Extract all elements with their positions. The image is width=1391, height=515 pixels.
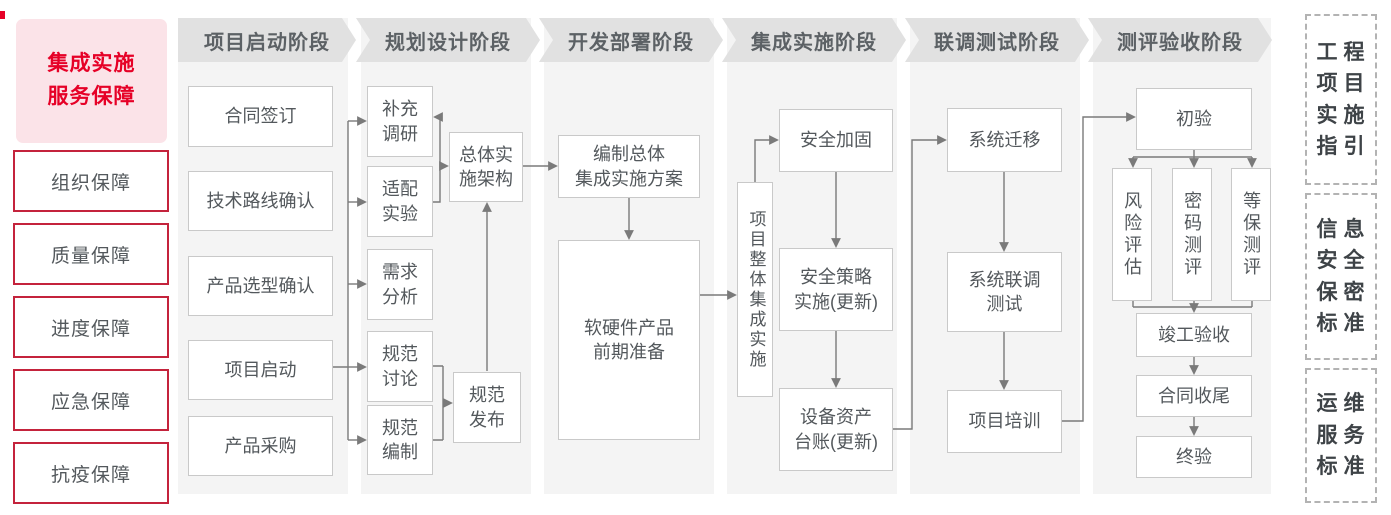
box-spec-release: 规范 发布 bbox=[453, 372, 521, 443]
guarantee-item-emergency: 应急保障 bbox=[13, 369, 169, 431]
service-guarantee-title: 集成实施 服务保障 bbox=[16, 19, 167, 143]
box-mlps-evaluation: 等保测评 bbox=[1231, 168, 1271, 301]
box-risk-assessment: 风险评估 bbox=[1112, 168, 1152, 301]
guarantee-item-epidemic: 抗疫保障 bbox=[13, 442, 169, 504]
box-product-procurement: 产品采购 bbox=[188, 416, 333, 476]
box-system-joint-testing: 系统联调 测试 bbox=[947, 252, 1062, 332]
box-overall-plan-drafting: 编制总体 集成实施方案 bbox=[558, 135, 700, 198]
phase-banner-6: 测评验收阶段 bbox=[1088, 18, 1272, 62]
box-project-training: 项目培训 bbox=[947, 390, 1062, 453]
box-supplementary-research: 补充 调研 bbox=[367, 86, 433, 157]
box-crypto-evaluation: 密码测评 bbox=[1172, 168, 1212, 301]
box-spec-discussion: 规范 讨论 bbox=[367, 331, 433, 402]
phase-banner-5: 联调测试阶段 bbox=[905, 18, 1089, 62]
box-tech-route-confirm: 技术路线确认 bbox=[188, 171, 333, 231]
box-system-migration: 系统迁移 bbox=[947, 108, 1062, 172]
phase-banner-3: 开发部署阶段 bbox=[539, 18, 723, 62]
box-hw-sw-preparation: 软硬件产品 前期准备 bbox=[558, 240, 700, 440]
guarantee-item-organization: 组织保障 bbox=[13, 150, 169, 212]
phase-banner-1: 项目启动阶段 bbox=[178, 18, 356, 62]
box-final-acceptance: 终验 bbox=[1136, 436, 1252, 478]
box-contract-signing: 合同签订 bbox=[188, 86, 333, 147]
clipped-red-artifact bbox=[0, 11, 5, 19]
box-overall-integration-implementation: 项目整体集成实施 bbox=[737, 182, 773, 397]
phase-banner-4: 集成实施阶段 bbox=[722, 18, 906, 62]
guarantee-item-quality: 质量保障 bbox=[13, 223, 169, 285]
box-adaptation-experiment: 适配 实验 bbox=[367, 166, 433, 237]
box-initial-acceptance: 初验 bbox=[1136, 88, 1252, 150]
standard-project-implementation-guide: 工程 项目 实施 指引 bbox=[1305, 14, 1377, 185]
guarantee-item-schedule: 进度保障 bbox=[13, 296, 169, 358]
box-contract-closure: 合同收尾 bbox=[1136, 375, 1252, 417]
box-security-hardening: 安全加固 bbox=[779, 109, 893, 172]
box-asset-ledger-update: 设备资产 台账(更新) bbox=[779, 388, 893, 471]
standard-infosec-confidentiality: 信息 安全 保密 标准 bbox=[1305, 193, 1377, 360]
standard-om-service: 运维 服务 标准 bbox=[1305, 368, 1377, 503]
box-product-selection-confirm: 产品选型确认 bbox=[188, 256, 333, 316]
phase-banner-2: 规划设计阶段 bbox=[356, 18, 540, 62]
box-requirement-analysis: 需求 分析 bbox=[367, 249, 433, 320]
box-project-kickoff: 项目启动 bbox=[188, 340, 333, 400]
box-completion-acceptance: 竣工验收 bbox=[1136, 313, 1252, 357]
box-spec-drafting: 规范 编制 bbox=[367, 405, 433, 475]
box-overall-implementation-architecture: 总体实 施架构 bbox=[449, 132, 523, 202]
box-security-policy-implementation: 安全策略 实施(更新) bbox=[779, 248, 893, 331]
